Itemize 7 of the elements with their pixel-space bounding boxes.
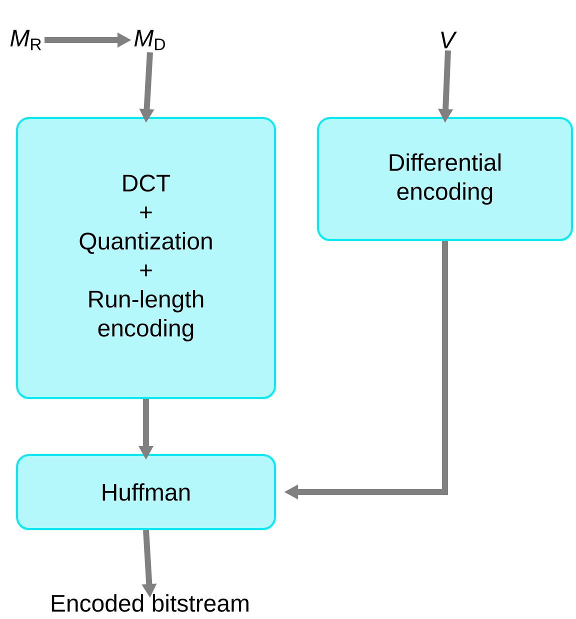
symbol-label: M$_{R}$	[10, 30, 42, 50]
process-box: Huffman	[16, 454, 276, 530]
process-box: Differential encoding	[317, 117, 573, 241]
process-box: DCT + Quantization + Run-length encoding	[16, 117, 276, 399]
symbol-label: M$_{D}$	[134, 30, 165, 50]
output-label: Encoded bitstream	[52, 594, 248, 612]
symbol-label: V	[441, 32, 457, 48]
